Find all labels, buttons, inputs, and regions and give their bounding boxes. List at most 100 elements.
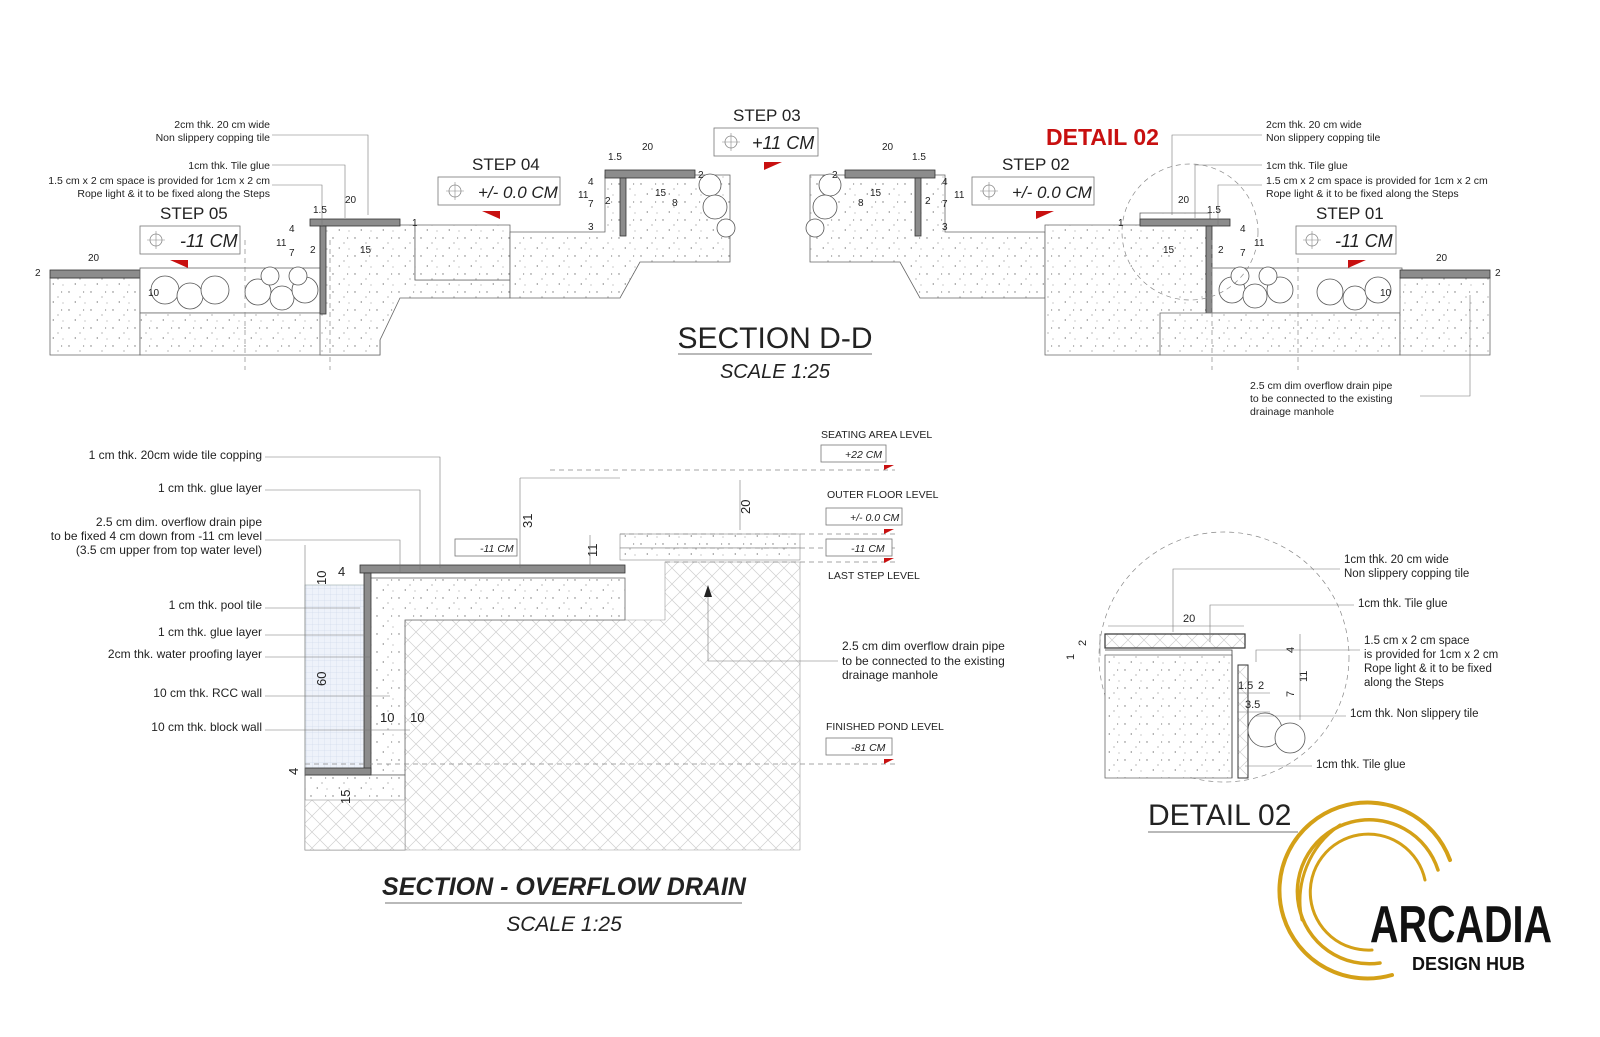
step04-coping (309, 218, 401, 227)
svg-text:8: 8 (672, 198, 678, 209)
svg-text:1.5: 1.5 (912, 152, 926, 163)
left-floor-tile (49, 269, 141, 279)
svg-text:7: 7 (1240, 248, 1246, 259)
svg-text:1 cm thk. pool tile: 1 cm thk. pool tile (169, 598, 263, 612)
svg-text:to be connected to the existin: to be connected to the existing (1250, 393, 1393, 405)
detail-dims: 20 2 1 4 11 1.5 2 3.5 7 (1065, 613, 1310, 711)
svg-text:SEATING AREA LEVEL: SEATING AREA LEVEL (821, 429, 932, 441)
svg-text:Non slippery copping tile: Non slippery copping tile (156, 132, 271, 144)
pool-wall-tile (363, 572, 372, 774)
svg-text:10: 10 (380, 710, 394, 725)
svg-text:2: 2 (698, 170, 704, 181)
pond-sub-base (304, 799, 406, 851)
svg-text:15: 15 (338, 790, 353, 804)
step02-riser-tile (1205, 225, 1213, 315)
svg-text:1.5: 1.5 (1238, 680, 1253, 692)
step05-level: -11 CM (180, 231, 238, 251)
svg-text:10 cm thk. block wall: 10 cm thk. block wall (151, 720, 262, 734)
detail-coping (1104, 633, 1246, 649)
svg-text:Rope light & it to be fixed al: Rope light & it to be fixed along the St… (1266, 188, 1459, 200)
svg-text:2: 2 (1218, 245, 1224, 256)
svg-text:1cm thk. Non slippery tile: 1cm thk. Non slippery tile (1350, 708, 1478, 720)
svg-text:11: 11 (578, 190, 589, 201)
svg-text:31: 31 (520, 514, 535, 528)
detail-riser-tile (1237, 664, 1249, 779)
step02-coping (1139, 218, 1231, 227)
overflow-coping (359, 564, 626, 574)
svg-text:2: 2 (605, 196, 611, 207)
svg-text:20: 20 (1178, 195, 1190, 206)
svg-text:(3.5 cm upper from top water l: (3.5 cm upper from top water level) (76, 543, 262, 557)
svg-text:1cm thk. Tile glue: 1cm thk. Tile glue (1358, 598, 1447, 610)
svg-text:20: 20 (882, 142, 894, 153)
svg-text:1cm thk. 20 cm wide: 1cm thk. 20 cm wide (1344, 554, 1449, 566)
right-ground (1399, 277, 1491, 356)
svg-text:7: 7 (289, 248, 295, 259)
overflow-title: SECTION - OVERFLOW DRAIN (382, 873, 747, 901)
svg-text:-11 CM: -11 CM (480, 543, 514, 555)
svg-text:2: 2 (1258, 680, 1264, 692)
step03-level: +11 CM (752, 133, 814, 153)
svg-text:1cm thk. Tile glue: 1cm thk. Tile glue (1316, 759, 1405, 771)
svg-text:4: 4 (588, 177, 594, 188)
svg-text:along the Steps: along the Steps (1364, 677, 1444, 689)
svg-text:2.5 cm dim overflow drain pipe: 2.5 cm dim overflow drain pipe (1250, 380, 1393, 392)
svg-text:11: 11 (1298, 671, 1310, 682)
overflow-scale: SCALE 1:25 (506, 913, 622, 936)
svg-text:4: 4 (942, 177, 948, 188)
svg-text:2: 2 (35, 268, 41, 279)
svg-text:10: 10 (410, 710, 424, 725)
step05-tag: STEP 05 -11 CM (139, 204, 241, 268)
svg-text:7: 7 (942, 199, 948, 210)
svg-text:to be fixed 4 cm down from -11: to be fixed 4 cm down from -11 cm level (51, 529, 262, 543)
svg-text:drainage manhole: drainage manhole (842, 668, 938, 682)
seating-slab (619, 533, 801, 549)
svg-text:15: 15 (870, 188, 882, 199)
svg-text:11: 11 (954, 190, 965, 201)
svg-text:2: 2 (1495, 268, 1501, 279)
left-ground (49, 277, 141, 356)
svg-text:2cm thk. water proofing layer: 2cm thk. water proofing layer (108, 647, 262, 661)
svg-text:1: 1 (412, 218, 418, 229)
step03-coping-right (844, 169, 936, 179)
svg-text:1: 1 (1065, 654, 1077, 660)
pebble-top-left (698, 173, 736, 238)
svg-text:1.5 cm x 2 cm space is provide: 1.5 cm x 2 cm space is provided for 1cm … (1266, 175, 1488, 187)
detail-notes: 1cm thk. 20 cm wide Non slippery copping… (1316, 554, 1498, 771)
svg-text:1 cm thk. glue layer: 1 cm thk. glue layer (158, 481, 262, 495)
svg-text:20: 20 (88, 253, 100, 264)
svg-text:4: 4 (338, 564, 345, 579)
section-dd-scale: SCALE 1:25 (720, 361, 831, 383)
step01-name: STEP 01 (1316, 204, 1384, 223)
svg-text:OUTER FLOOR LEVEL: OUTER FLOOR LEVEL (827, 489, 939, 501)
svg-text:Rope light & it to be fixed al: Rope light & it to be fixed along the St… (77, 188, 270, 200)
pebble-bed-left (139, 266, 331, 314)
svg-text:4: 4 (289, 224, 295, 235)
svg-text:1 cm thk. 20cm wide tile copp: 1 cm thk. 20cm wide tile copping (89, 448, 262, 462)
svg-text:2.5 cm dim. overflow drain pip: 2.5 cm dim. overflow drain pipe (96, 515, 262, 529)
svg-text:2: 2 (310, 245, 316, 256)
water-body (304, 584, 371, 774)
svg-text:to be connected to the existin: to be connected to the existing (842, 654, 1005, 668)
section-dd-drain-note: 2.5 cm dim overflow drain pipe to be con… (1250, 380, 1393, 418)
svg-text:1.5 cm x 2 cm space: 1.5 cm x 2 cm space (1364, 635, 1469, 647)
svg-text:+/- 0.0 CM: +/- 0.0 CM (850, 512, 900, 524)
svg-text:2: 2 (832, 170, 838, 181)
step01-base (1159, 312, 1401, 356)
svg-text:20: 20 (738, 500, 753, 514)
overflow-dims: 31 20 11 10 4 60 10 10 4 15 (286, 500, 753, 804)
svg-text:8: 8 (858, 198, 864, 209)
detail-02-callout[interactable]: DETAIL 02 (1046, 124, 1159, 150)
svg-text:15: 15 (655, 188, 667, 199)
svg-text:1.5 cm x 2 cm space is provide: 1.5 cm x 2 cm space is provided for 1cm … (48, 175, 270, 187)
step02-name: STEP 02 (1002, 155, 1070, 174)
brand-tagline: DESIGN HUB (1412, 954, 1525, 974)
svg-text:1cm thk. Tile glue: 1cm thk. Tile glue (188, 160, 270, 172)
svg-text:20: 20 (345, 195, 357, 206)
svg-text:10: 10 (148, 288, 160, 299)
svg-text:is provided for 1cm x 2 cm: is provided for 1cm x 2 cm (1364, 649, 1498, 661)
svg-text:60: 60 (314, 672, 329, 686)
right-floor-tile (1399, 269, 1491, 279)
detail-callout-circle (1121, 163, 1259, 301)
overflow-notes: 1 cm thk. 20cm wide tile copping 1 cm th… (51, 448, 263, 734)
